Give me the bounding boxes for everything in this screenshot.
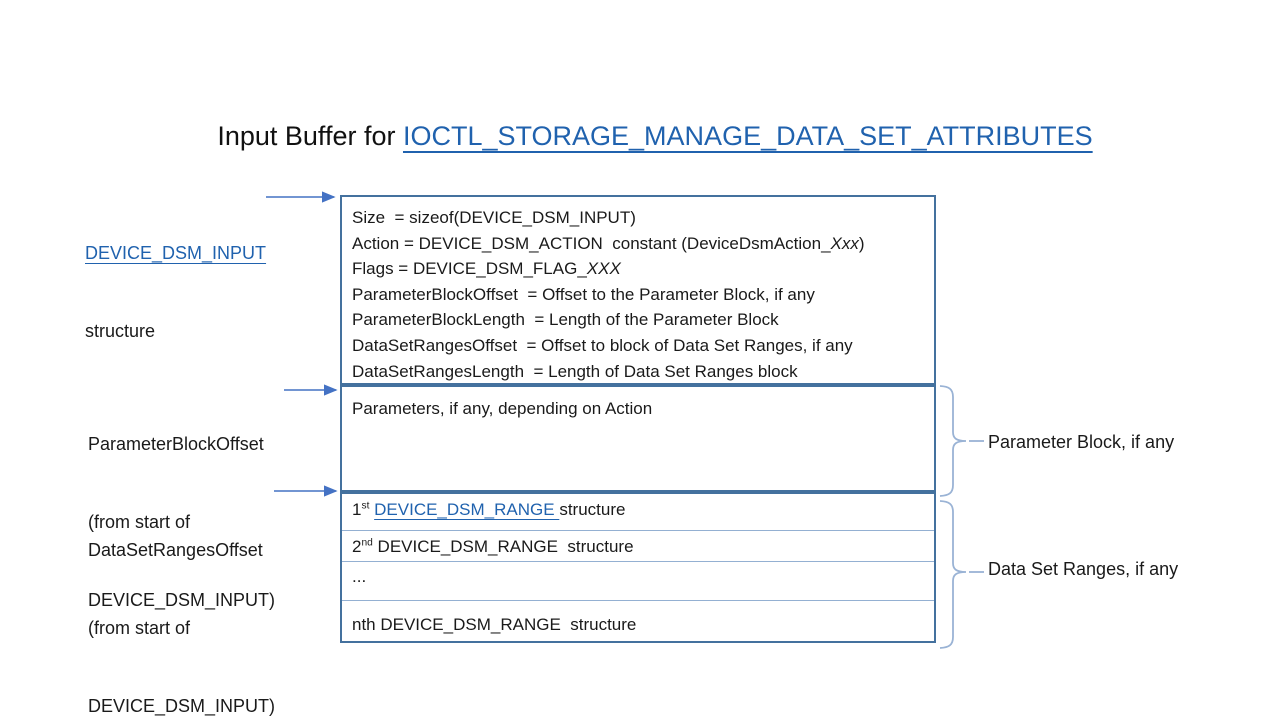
- field-line-data-set-ranges-offset: DataSetRangesOffset = Offset to block of…: [352, 335, 853, 355]
- range-row-nth: nth DEVICE_DSM_RANGE structure: [352, 615, 637, 634]
- label-parameter-block-offset: ParameterBlockOffset (from start of DEVI…: [88, 379, 338, 665]
- range-row-1: 1st DEVICE_DSM_RANGE structure: [342, 494, 934, 531]
- label-device-dsm-input: DEVICE_DSM_INPUT structure: [85, 188, 335, 396]
- field-line-data-set-ranges-length: DataSetRangesLength = Length of Data Set…: [352, 361, 798, 381]
- range-1-rest: structure: [559, 500, 626, 519]
- parameter-block-brace-label: Parameter Block, if any: [988, 432, 1175, 452]
- device-dsm-range-link[interactable]: DEVICE_DSM_RANGE: [374, 500, 560, 519]
- dsm-input-structure-box: Size = sizeof(DEVICE_DSM_INPUT) Action =…: [340, 195, 936, 643]
- range-row-2: 2nd DEVICE_DSM_RANGE structure: [342, 531, 934, 562]
- pbo-label-line1: ParameterBlockOffset: [88, 434, 264, 454]
- dsro-label-line2: (from start of: [88, 618, 191, 638]
- range-2-ordinal-suffix: nd: [361, 537, 373, 549]
- data-set-ranges-brace-label: Data Set Ranges, if any: [988, 559, 1179, 579]
- field-line-size: Size = sizeof(DEVICE_DSM_INPUT): [352, 208, 636, 227]
- dsm-input-header-section: Size = sizeof(DEVICE_DSM_INPUT) Action =…: [342, 197, 934, 383]
- device-dsm-input-label-rest: structure: [85, 321, 156, 341]
- field-line-parameter-block-offset: ParameterBlockOffset = Offset to the Par…: [352, 284, 815, 304]
- range-row-ellipsis: ...: [342, 562, 934, 601]
- data-set-ranges-brace: [939, 500, 984, 649]
- title-text: Input Buffer for: [217, 121, 403, 151]
- page-title: Input Buffer for IOCTL_STORAGE_MANAGE_DA…: [0, 90, 1280, 183]
- label-data-set-ranges-offset: DataSetRangesOffset (from start of DEVIC…: [88, 485, 338, 720]
- parameter-block-brace: [939, 385, 984, 497]
- range-2-ordinal: 2: [352, 537, 362, 556]
- range-1-ordinal: 1: [352, 500, 362, 519]
- title-ioctl-link[interactable]: IOCTL_STORAGE_MANAGE_DATA_SET_ATTRIBUTES: [402, 121, 1093, 151]
- pbo-label-line2: (from start of: [88, 512, 191, 532]
- action-italic: Xxx: [830, 233, 859, 253]
- field-line-parameter-block-length: ParameterBlockLength = Length of the Par…: [352, 310, 779, 330]
- data-set-ranges-section: 1st DEVICE_DSM_RANGE structure 2nd DEVIC…: [342, 490, 934, 641]
- action-prefix: Action = DEVICE_DSM_ACTION constant (Dev…: [352, 233, 831, 253]
- action-suffix: ): [858, 233, 865, 253]
- dsro-label-line1: DataSetRangesOffset: [88, 540, 263, 560]
- flags-italic: XXX: [586, 259, 621, 279]
- field-line-action: Action = DEVICE_DSM_ACTION constant (Dev…: [352, 231, 924, 257]
- dsro-label-line3: DEVICE_DSM_INPUT): [88, 696, 276, 716]
- range-1-ordinal-suffix: st: [361, 500, 370, 512]
- field-line-flags: Flags = DEVICE_DSM_FLAG_XXX: [352, 256, 924, 282]
- device-dsm-input-link[interactable]: DEVICE_DSM_INPUT: [85, 243, 267, 263]
- pbo-label-line3: DEVICE_DSM_INPUT): [88, 590, 276, 610]
- range-2-rest: DEVICE_DSM_RANGE structure: [372, 537, 634, 556]
- parameter-block-section: Parameters, if any, depending on Action: [342, 383, 934, 490]
- flags-prefix: Flags = DEVICE_DSM_FLAG_: [352, 259, 587, 279]
